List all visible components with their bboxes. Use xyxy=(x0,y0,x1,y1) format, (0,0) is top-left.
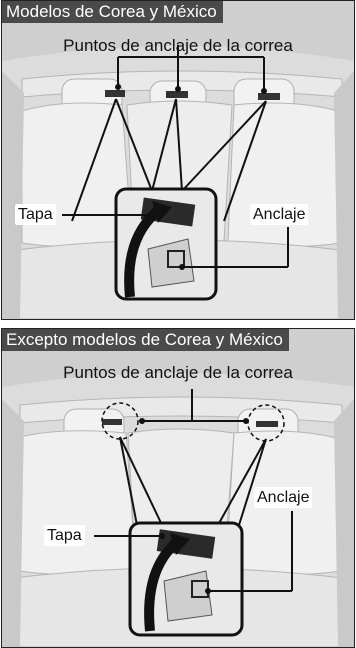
cover-label: Tapa xyxy=(15,204,56,225)
anchor-points-label: Puntos de anclaje de la correa xyxy=(63,363,293,382)
anchor-points-label: Puntos de anclaje de la correa xyxy=(63,36,293,55)
cover-label: Tapa xyxy=(44,525,85,546)
illustration-except-korea-mexico: Excepto modelos de Corea y México Puntos… xyxy=(1,328,355,648)
anchor-label: Anclaje xyxy=(250,204,309,225)
panel-header: Modelos de Corea y México xyxy=(2,1,223,23)
illustration-korea-mexico: Modelos de Corea y México Puntos de ancl… xyxy=(1,0,355,320)
anchor-label: Anclaje xyxy=(254,487,313,508)
panel-header: Excepto modelos de Corea y México xyxy=(2,329,289,351)
